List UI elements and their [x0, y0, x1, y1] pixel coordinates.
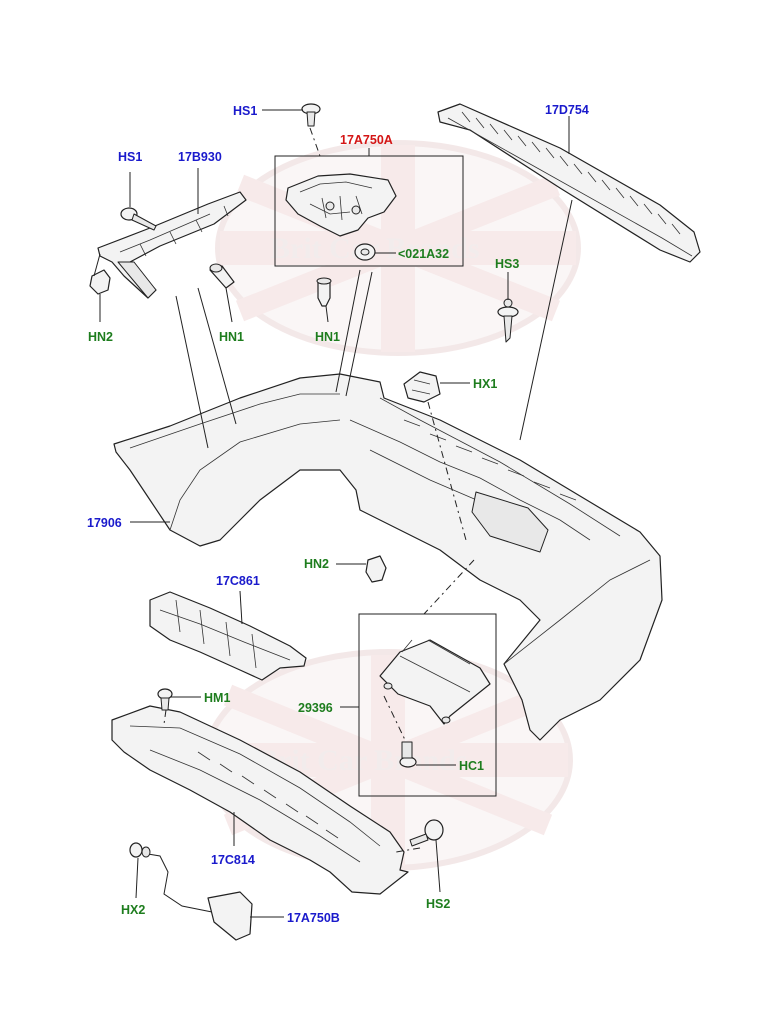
label-17906: 17906 — [87, 516, 122, 530]
fastener-hn1-left[interactable] — [209, 263, 235, 289]
label-hs2: HS2 — [426, 897, 450, 911]
screw-hs1-top[interactable] — [301, 103, 321, 127]
watermark-text-top: Brit Car Brands — [270, 232, 479, 265]
label-17a750a: 17A750A — [340, 133, 393, 147]
label-hs1-top: HS1 — [233, 104, 257, 118]
clip-021a32[interactable] — [354, 243, 376, 261]
label-021a32: <021A32 — [398, 247, 449, 261]
detail-box-29396 — [358, 613, 497, 797]
label-hn2-mid: HN2 — [304, 557, 329, 571]
clip-hm1[interactable] — [157, 688, 173, 711]
label-hx2: HX2 — [121, 903, 145, 917]
label-hn1-mid: HN1 — [315, 330, 340, 344]
clip-hx2[interactable] — [129, 842, 151, 858]
clip-hc1[interactable] — [399, 741, 417, 768]
label-hx1: HX1 — [473, 377, 497, 391]
label-hs1-left: HS1 — [118, 150, 142, 164]
label-17d754: 17D754 — [545, 103, 589, 117]
bracket-17a750a[interactable] — [285, 173, 397, 237]
screw-hs2[interactable] — [409, 819, 444, 847]
label-17c814: 17C814 — [211, 853, 255, 867]
label-17c861: 17C861 — [216, 574, 260, 588]
nut-hn2-left[interactable] — [89, 269, 111, 295]
bracket-17b930[interactable] — [97, 191, 247, 299]
nut-hn2-mid[interactable] — [365, 555, 387, 583]
label-hs3: HS3 — [495, 257, 519, 271]
carrier-17c814[interactable] — [111, 705, 409, 895]
callout-labels: HS1 17A750A 17D754 HS1 17B930 <021A32 HS… — [87, 103, 589, 925]
label-hn2-left: HN2 — [88, 330, 113, 344]
leader-lines — [93, 109, 570, 918]
label-hc1: HC1 — [459, 759, 484, 773]
label-hm1: HM1 — [204, 691, 230, 705]
screw-hs1-left[interactable] — [120, 207, 157, 231]
reinforcement-17c861[interactable] — [149, 591, 307, 681]
label-17b930: 17B930 — [178, 150, 222, 164]
screw-hs3[interactable] — [497, 298, 519, 343]
grille-17d754[interactable] — [437, 103, 701, 263]
clip-hx1[interactable] — [403, 371, 441, 403]
label-29396: 29396 — [298, 701, 333, 715]
harness-17a750b[interactable] — [147, 853, 253, 941]
label-17a750b: 17A750B — [287, 911, 340, 925]
assembly-lines — [163, 127, 573, 853]
label-hn1-left: HN1 — [219, 330, 244, 344]
bumper-cover-17906[interactable] — [113, 373, 663, 741]
bracket-29396[interactable] — [379, 639, 491, 725]
